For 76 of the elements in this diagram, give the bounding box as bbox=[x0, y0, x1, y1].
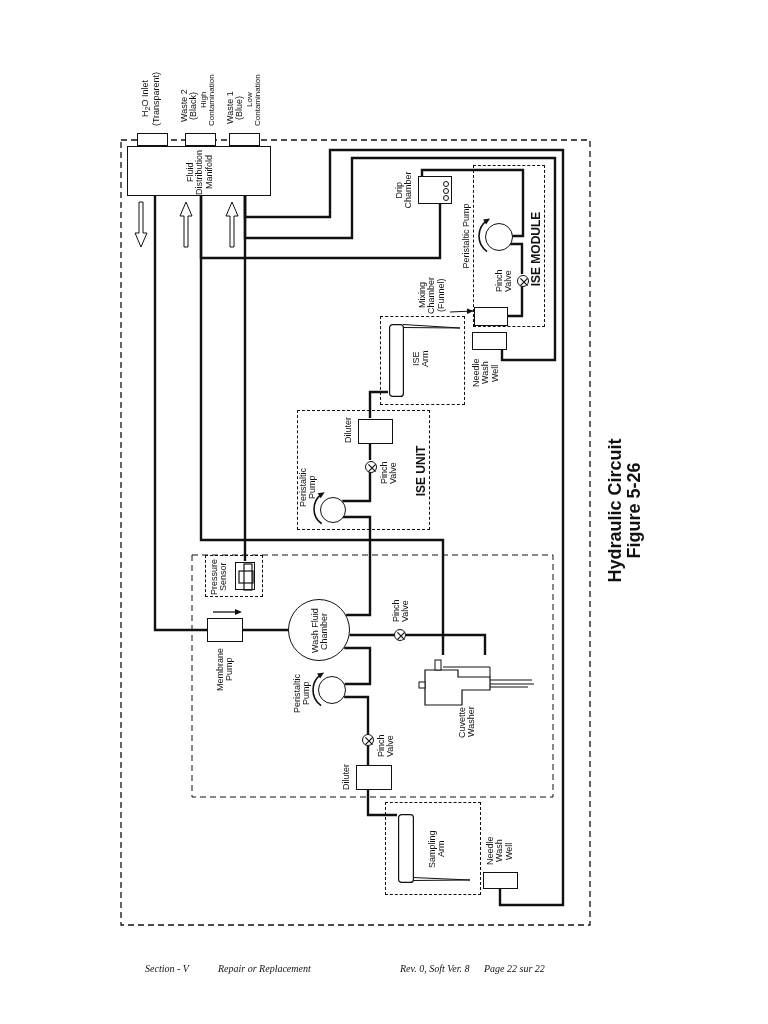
module-title: ISE MODULE bbox=[529, 211, 543, 287]
tube-line bbox=[243, 196, 247, 561]
pump-circle bbox=[318, 676, 346, 704]
module-boundary bbox=[385, 802, 481, 895]
drip-chamber-box bbox=[418, 176, 452, 204]
tube-line bbox=[153, 196, 207, 632]
module-boundary bbox=[205, 555, 263, 597]
arm-drawing bbox=[389, 324, 404, 397]
module-title: ISE UNIT bbox=[414, 445, 428, 497]
sensor-symbol bbox=[235, 562, 255, 590]
component-box bbox=[483, 872, 518, 889]
component-box bbox=[229, 133, 260, 146]
tube-line bbox=[349, 633, 394, 637]
component-box bbox=[356, 765, 392, 790]
component-label: Pinch Valve bbox=[376, 733, 396, 760]
tube-line bbox=[342, 515, 372, 617]
component-label: ISE Arm bbox=[411, 349, 431, 370]
tube-line bbox=[243, 156, 557, 362]
module-boundary bbox=[473, 165, 545, 327]
component-box bbox=[127, 146, 271, 196]
component-label: Pressure Sensor bbox=[209, 558, 229, 597]
leader-line bbox=[449, 308, 474, 315]
footer-text: Page 22 sur 22 bbox=[484, 963, 545, 974]
component-box bbox=[474, 307, 508, 326]
component-label: Peristaltic Pump bbox=[462, 203, 472, 269]
pump-circle bbox=[320, 497, 346, 523]
pinch-valve-symbol bbox=[362, 734, 374, 746]
figure-title: Hydraulic Circuit Figure 5-26 bbox=[606, 437, 644, 585]
tube-line bbox=[420, 168, 525, 238]
callout-label: Mixing Chamber (Funnel) bbox=[417, 273, 447, 317]
pinch-valve-symbol bbox=[365, 461, 377, 473]
component-box bbox=[207, 618, 243, 642]
component-label: Drip Chamber bbox=[394, 171, 414, 209]
component-label: Wash Fluid Chamber bbox=[310, 608, 330, 654]
component-box bbox=[185, 133, 216, 146]
footer-text: Repair or Replacement bbox=[218, 963, 311, 974]
footer-text: Section - V bbox=[145, 963, 189, 974]
pinch-valve-symbol bbox=[394, 629, 406, 641]
tube-line bbox=[199, 196, 445, 655]
component-box bbox=[472, 332, 507, 350]
component-label: Diluter bbox=[344, 417, 354, 443]
component-label: Peristaltic Pump bbox=[292, 672, 312, 715]
tube-line bbox=[507, 286, 524, 318]
arm-drawing bbox=[398, 814, 414, 883]
component-label: Waste 2 (Black) bbox=[179, 88, 199, 125]
footer-text: Rev. 0, Soft Ver. 8 bbox=[400, 963, 470, 974]
tube-line bbox=[243, 148, 565, 907]
tube-line bbox=[344, 695, 370, 734]
module-boundary bbox=[297, 410, 430, 530]
component-label: Pinch Valve bbox=[494, 268, 514, 295]
component-label: Fluid Distribution Manifold bbox=[185, 148, 215, 196]
component-label: Pinch Valve bbox=[391, 598, 411, 625]
tube-line bbox=[366, 790, 397, 817]
component-label: High Contamination bbox=[199, 73, 217, 127]
component-label: Needle Wash Well bbox=[485, 836, 515, 866]
tube-line bbox=[243, 628, 288, 632]
component-label: Sampling Arm bbox=[427, 829, 447, 870]
tube-line bbox=[366, 746, 370, 765]
pump-circle bbox=[485, 223, 513, 251]
tube-line bbox=[368, 390, 388, 418]
tube-line bbox=[406, 633, 487, 655]
pinch-valve-symbol bbox=[517, 275, 529, 287]
component-label: Membrane Pump bbox=[215, 647, 235, 691]
tube-line bbox=[344, 646, 372, 686]
component-label: Cuvette Washer bbox=[457, 705, 477, 740]
component-label: Pinch Valve bbox=[379, 460, 399, 487]
tube-line bbox=[509, 242, 524, 274]
tube-line bbox=[342, 472, 372, 503]
component-label: Needle Wash Well bbox=[471, 358, 501, 388]
component-label: Waste 1 (Blue) bbox=[225, 90, 245, 127]
component-label: Peristaltic Pump bbox=[298, 466, 318, 509]
component-box bbox=[358, 419, 393, 444]
component-box bbox=[137, 133, 168, 146]
component-label: Diluter bbox=[342, 764, 352, 790]
component-label: Low Contamination bbox=[245, 73, 263, 127]
module-boundary bbox=[380, 316, 465, 405]
